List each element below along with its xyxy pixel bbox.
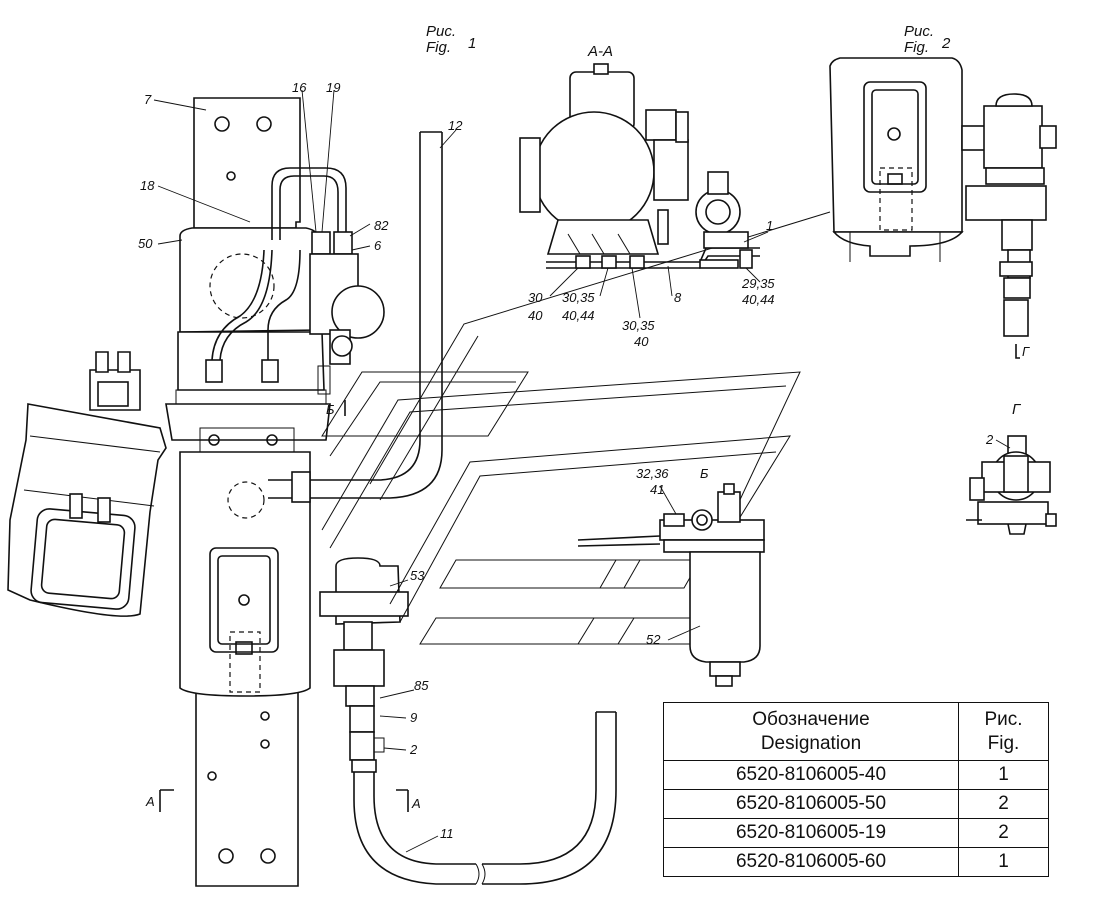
view-b-label-filter: Б bbox=[700, 466, 709, 481]
callout-6: 6 bbox=[374, 238, 382, 253]
header-fig-ru: Рис. bbox=[984, 708, 1023, 730]
fig2-number: 2 bbox=[941, 35, 951, 52]
table-row: 6520-8106005-19 2 bbox=[663, 818, 1049, 848]
header-designation-en: Designation bbox=[760, 732, 862, 754]
designation-table: Обозначение Designation Рис. Fig. 6520-8… bbox=[663, 702, 1049, 877]
header-fig-en: Fig. bbox=[987, 732, 1020, 754]
fig-cell: 2 bbox=[958, 818, 1049, 848]
view-g bbox=[966, 435, 1057, 535]
callout-32-36-41-a: 32,36 bbox=[636, 466, 669, 481]
designation-cell: 6520-8106005-60 bbox=[663, 847, 959, 877]
fig1-number: 1 bbox=[468, 35, 476, 52]
callout-30-35-40-44-a: 30,35 bbox=[562, 290, 595, 305]
view-b-label-cut: Б bbox=[326, 402, 335, 417]
cut-a-right: А bbox=[411, 796, 421, 811]
table-header-row: Обозначение Designation Рис. Fig. bbox=[663, 702, 1049, 761]
header-designation: Обозначение Designation bbox=[663, 702, 959, 761]
callout-11: 11 bbox=[440, 826, 454, 841]
table-row: 6520-8106005-40 1 bbox=[663, 760, 1049, 790]
section-leaders bbox=[321, 211, 831, 645]
callout-9: 9 bbox=[410, 710, 417, 725]
view-g-cut-label: Г bbox=[1022, 344, 1030, 359]
callout-30-35-40-44-b: 40,44 bbox=[562, 308, 595, 323]
fig-cell: 2 bbox=[958, 789, 1049, 819]
fig-cell: 1 bbox=[958, 760, 1049, 790]
fig1-title-ru: Рис. bbox=[426, 23, 456, 40]
cut-a-left: А bbox=[145, 794, 155, 809]
labels: Рис. Fig. 1 Рис. Fig. 2 А-А 7 16 19 12 1… bbox=[138, 23, 1030, 841]
callout-85: 85 bbox=[414, 678, 429, 693]
callout-29-35-40-44-b: 40,44 bbox=[742, 292, 775, 307]
section-aa bbox=[519, 63, 760, 269]
fig2-view bbox=[829, 57, 1057, 359]
header-designation-ru: Обозначение bbox=[752, 708, 870, 730]
header-fig: Рис. Fig. bbox=[958, 702, 1049, 761]
designation-cell: 6520-8106005-40 bbox=[663, 760, 959, 790]
callout-18: 18 bbox=[140, 178, 155, 193]
table-row: 6520-8106005-50 2 bbox=[663, 789, 1049, 819]
callout-12: 12 bbox=[448, 118, 463, 133]
callout-19: 19 bbox=[326, 80, 340, 95]
callout-29-35-40-44-a: 29,35 bbox=[741, 276, 775, 291]
callout-30-40-b: 40 bbox=[528, 308, 543, 323]
callout-52: 52 bbox=[646, 632, 661, 647]
main-assembly bbox=[7, 97, 617, 887]
callout-82: 82 bbox=[374, 218, 389, 233]
callout-53: 53 bbox=[410, 568, 425, 583]
callout-32-36-41-b: 41 bbox=[650, 482, 664, 497]
view-g-title: Г bbox=[1012, 401, 1022, 418]
callout-2-view-g: 2 bbox=[985, 432, 994, 447]
callout-30-40-a: 30 bbox=[528, 290, 543, 305]
table-row: 6520-8106005-60 1 bbox=[663, 847, 1049, 877]
designation-cell: 6520-8106005-50 bbox=[663, 789, 959, 819]
callout-1: 1 bbox=[766, 218, 773, 233]
section-aa-label: А-А bbox=[587, 43, 613, 60]
designation-cell: 6520-8106005-19 bbox=[663, 818, 959, 848]
fig1-title-en: Fig. bbox=[426, 39, 451, 56]
fig-cell: 1 bbox=[958, 847, 1049, 877]
leader-lines bbox=[153, 89, 1011, 853]
callout-16: 16 bbox=[292, 80, 307, 95]
callout-2: 2 bbox=[409, 742, 418, 757]
fig2-title-en: Fig. bbox=[904, 39, 929, 56]
callout-30-35-40-a: 30,35 bbox=[622, 318, 655, 333]
callout-7: 7 bbox=[144, 92, 152, 107]
view-b-filter bbox=[577, 483, 765, 687]
callout-8: 8 bbox=[674, 290, 682, 305]
callout-50: 50 bbox=[138, 236, 153, 251]
callout-30-35-40-b: 40 bbox=[634, 334, 649, 349]
fig2-title-ru: Рис. bbox=[904, 23, 934, 40]
